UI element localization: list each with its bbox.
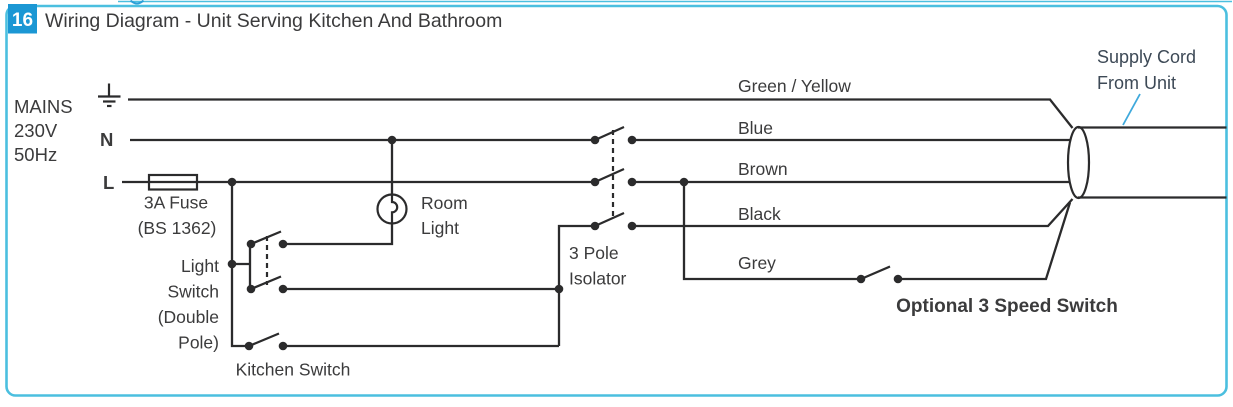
cable-gland-icon: [1066, 125, 1091, 200]
fuse-label-line1: 3A Fuse: [144, 193, 208, 213]
earth-wire-label: Green / Yellow: [738, 76, 851, 96]
neutral-terminal-label: N: [100, 129, 113, 150]
neutral-wire-label: Blue: [738, 118, 773, 138]
junction-dots: [227, 135, 903, 351]
mains-label-line1: MAINS: [14, 96, 73, 117]
light-switch-label-line2: Switch: [167, 282, 219, 302]
light-switch-icon: [232, 230, 559, 291]
figure-number: 16: [12, 10, 33, 31]
top-crop-artifact-glyph: [129, 0, 145, 5]
light-switch-label-line1: Light: [181, 256, 219, 276]
mains-label-line3: 50Hz: [14, 144, 57, 165]
supply-cord-label-line2: From Unit: [1097, 73, 1176, 93]
panel-border: [5, 4, 1228, 397]
speed-switch-icon: [860, 265, 891, 281]
figure-title: Wiring Diagram - Unit Serving Kitchen An…: [45, 10, 502, 32]
grey-wire-label: Grey: [738, 253, 776, 273]
earth-icon: [98, 83, 121, 108]
light-switch-label-line4: Pole): [178, 333, 219, 353]
speed-switch-label: Optional 3 Speed Switch: [896, 296, 1118, 317]
switch-feed-wire: [230, 182, 248, 348]
room-light-label-line1: Room: [421, 193, 468, 213]
fuse-label-line2: (BS 1362): [138, 218, 217, 238]
supply-cord-label-line1: Supply Cord: [1097, 47, 1196, 67]
room-light-label-line2: Light: [421, 218, 459, 238]
earth-wire: [128, 98, 1074, 129]
fuse-icon: [147, 173, 199, 191]
live-terminal-label: L: [103, 172, 114, 193]
switched-live-riser: [557, 224, 595, 346]
black-wire-label: Black: [738, 204, 781, 224]
kitchen-switch-label: Kitchen Switch: [236, 360, 351, 380]
supply-cord: [1078, 126, 1227, 199]
isolator-label-line1: 3 Pole: [569, 243, 619, 263]
room-light-lamp-icon: [283, 140, 408, 246]
mains-label-line2: 230V: [14, 120, 58, 141]
black-wire: [632, 198, 1074, 228]
kitchen-switch-icon: [248, 332, 559, 348]
isolator-icon: [594, 125, 625, 228]
grey-wire: [682, 182, 1072, 281]
supply-cord-callout-line: [1122, 93, 1141, 126]
light-switch-label-line3: (Double: [158, 307, 219, 327]
live-wire-label: Brown: [738, 159, 788, 179]
figure-number-badge: [8, 4, 37, 34]
isolator-label-line2: Isolator: [569, 269, 627, 289]
